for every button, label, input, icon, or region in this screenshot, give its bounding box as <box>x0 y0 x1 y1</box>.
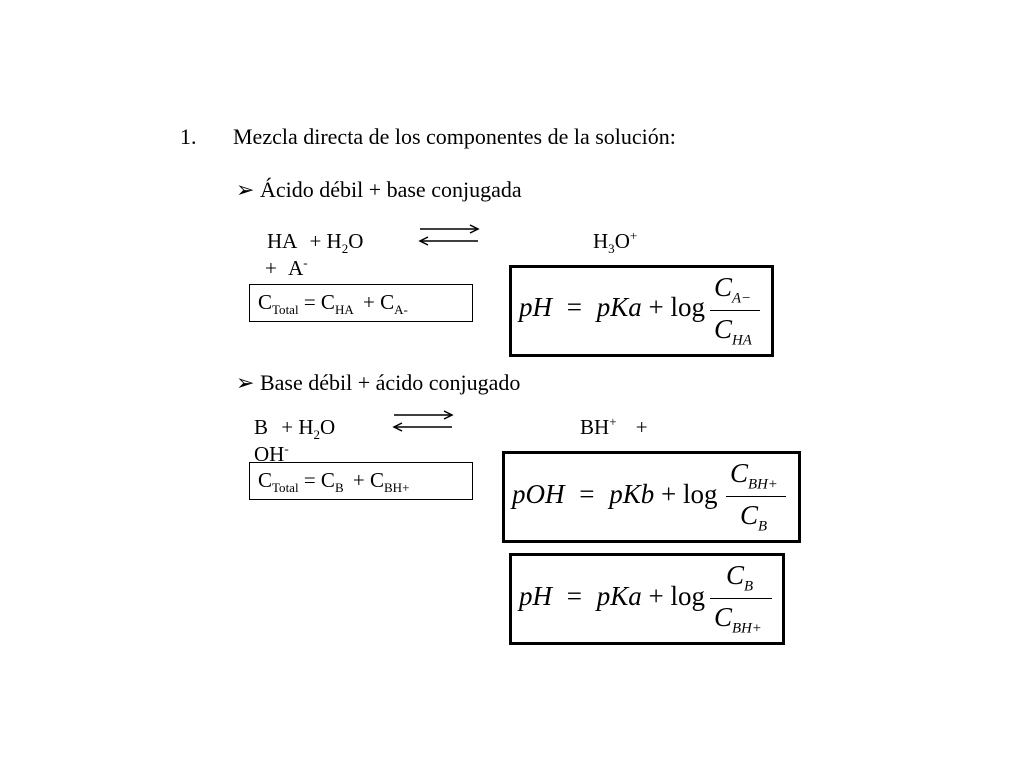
arrow-bullet-icon: ➢ <box>236 177 255 202</box>
henderson-equation-poh: pOH = pKb + log <box>512 479 718 509</box>
fraction-numerator: CB <box>726 560 754 595</box>
reactant-water: H2O <box>326 229 364 257</box>
product-conjugate-acid: BH+ + <box>580 414 648 439</box>
henderson-equation-ph-base: pH = pKa + log <box>519 581 705 611</box>
plus-sign: + <box>281 415 294 439</box>
reactant-b: B <box>254 415 269 439</box>
acid-reaction-continuation: + A- <box>265 256 308 281</box>
section-title-acid: Ácido débil + base conjugada <box>259 177 522 202</box>
total-concentration-box-base <box>249 462 473 500</box>
total-concentration-base: CTotal = CB + CBH+ <box>258 468 410 496</box>
henderson-equation-acid: pH = pKa + log <box>519 292 705 322</box>
bullet-acid-section: ➢ Ácido débil + base conjugada <box>236 177 522 203</box>
fraction-denominator: CHA <box>714 314 752 349</box>
henderson-box-poh <box>502 451 801 543</box>
fraction-denominator: CB <box>740 500 768 535</box>
fraction-numerator: CBH+ <box>730 458 778 493</box>
base-reaction-lhs: B + H2O <box>254 415 336 443</box>
henderson-box-ph-base <box>509 553 785 645</box>
fraction-bar <box>726 496 786 497</box>
equilibrium-arrows-icon <box>392 410 454 432</box>
plus-sign: + <box>265 256 277 280</box>
equilibrium-arrows-icon <box>418 224 480 246</box>
henderson-box-acid <box>509 265 774 357</box>
fraction-bar <box>710 310 760 311</box>
fraction-denominator: CBH+ <box>714 602 762 637</box>
bullet-base-section: ➢ Base débil + ácido conjugado <box>236 370 520 396</box>
plus-sign: + <box>635 415 648 439</box>
list-number: 1. <box>180 124 197 149</box>
product-conjugate-base: A- <box>288 255 308 280</box>
product-hydronium: H3O+ <box>593 228 638 257</box>
fraction-bar <box>710 598 772 599</box>
total-concentration-acid: CTotal = CHA + CA- <box>258 290 408 318</box>
plus-sign: + <box>309 229 322 253</box>
arrow-bullet-icon: ➢ <box>236 370 255 395</box>
acid-reaction-lhs: HA + H2O <box>267 229 364 257</box>
reactant-ha: HA <box>267 229 297 253</box>
fraction-numerator: CA− <box>714 272 752 307</box>
reactant-water: H2O <box>298 415 336 443</box>
total-concentration-box-acid <box>249 284 473 322</box>
list-heading: Mezcla directa de los componentes de la … <box>233 124 676 149</box>
section-title-base: Base débil + ácido conjugado <box>259 370 521 395</box>
